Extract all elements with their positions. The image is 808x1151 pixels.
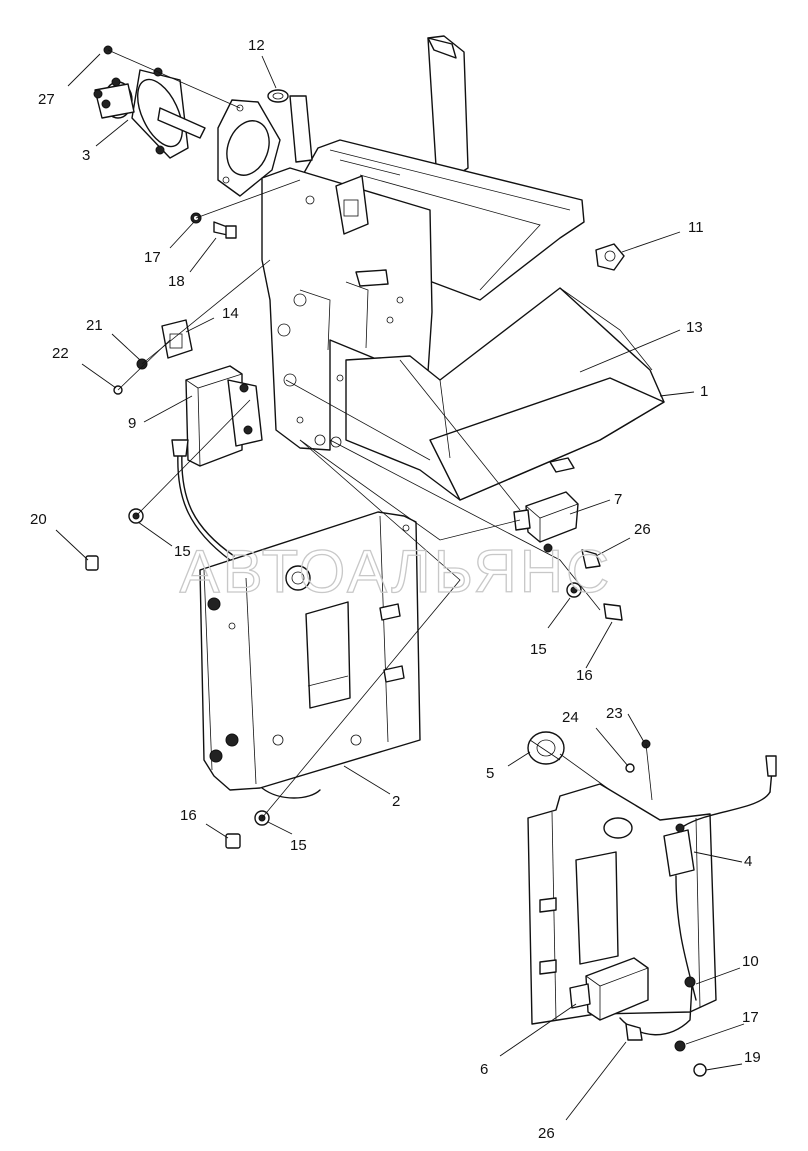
guide-lines <box>107 49 653 819</box>
callout-4: 4 <box>744 853 752 870</box>
part-16-bolt-bottom <box>225 833 241 849</box>
callout-16: 16 <box>576 667 593 684</box>
part-26-bolt-bottom <box>625 1023 643 1041</box>
part-14-clip <box>161 319 193 359</box>
callout-27: 27 <box>38 91 55 108</box>
callout-16: 16 <box>180 807 197 824</box>
part-15-washer-right <box>566 582 582 598</box>
callout-15: 15 <box>174 543 191 560</box>
callout-1: 1 <box>700 383 708 400</box>
part-19-nut <box>693 1063 707 1077</box>
leader-lines <box>55 53 745 1121</box>
part-1-bracket <box>261 35 665 501</box>
part-18-bolt <box>213 221 237 239</box>
part-12-clip <box>267 89 289 103</box>
part-26-bolt-top <box>581 549 601 569</box>
callout-17: 17 <box>742 1009 759 1026</box>
callout-20: 20 <box>30 511 47 528</box>
callout-11: 11 <box>688 219 704 236</box>
callout-7: 7 <box>614 491 622 508</box>
callout-5: 5 <box>486 765 494 782</box>
callout-6: 6 <box>480 1061 488 1078</box>
callout-15: 15 <box>290 837 307 854</box>
part-7-relay <box>513 491 579 553</box>
callout-17: 17 <box>144 249 161 266</box>
callout-24: 24 <box>562 709 579 726</box>
callout-18: 18 <box>168 273 185 290</box>
part-11-clamp <box>595 243 625 271</box>
part-16-bolt-right <box>603 603 623 621</box>
watermark-text: АВТОАЛЬЯНС <box>180 538 613 605</box>
callout-10: 10 <box>742 953 759 970</box>
callout-14: 14 <box>222 305 239 322</box>
part-3-switch <box>93 45 206 159</box>
callout-19: 19 <box>744 1049 761 1066</box>
callout-23: 23 <box>606 705 623 722</box>
callout-2: 2 <box>392 793 400 810</box>
callout-labels: 27 3 12 17 18 11 21 14 13 22 1 9 7 20 15… <box>30 37 761 1142</box>
callout-15: 15 <box>530 641 547 658</box>
callout-22: 22 <box>52 345 69 362</box>
part-4-connector <box>663 755 777 1001</box>
callout-3: 3 <box>82 147 90 164</box>
part-17-washer-bottom <box>674 1040 686 1052</box>
gasket-plate <box>217 99 281 197</box>
part-20-bolt <box>85 555 99 571</box>
callout-13: 13 <box>686 319 703 336</box>
callout-26: 26 <box>538 1125 555 1142</box>
callout-12: 12 <box>248 37 265 54</box>
callout-9: 9 <box>128 415 136 432</box>
part-2-panel <box>199 511 421 799</box>
callout-21: 21 <box>86 317 103 334</box>
part-5-socket <box>527 731 565 765</box>
part-9-fuse-block <box>185 365 263 467</box>
callout-26: 26 <box>634 521 651 538</box>
